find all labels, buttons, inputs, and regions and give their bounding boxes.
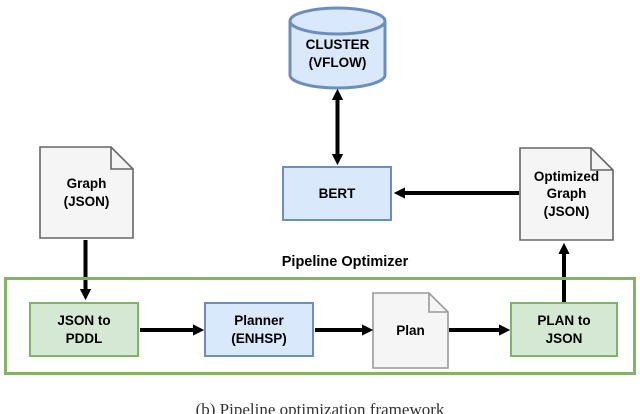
- figure-caption: (b) Pipeline optimization framework: [195, 400, 445, 414]
- optimized-graph-doc-shape: [519, 147, 614, 241]
- pipeline-optimizer-group: [4, 277, 636, 375]
- node-planner-enhsp: Planner (ENHSP): [204, 302, 314, 357]
- pipeline-optimizer-group-label: Pipeline Optimizer: [281, 254, 409, 270]
- cluster-cylinder-shape: [288, 6, 387, 90]
- node-json-to-pddl: JSON to PDDL: [29, 302, 139, 357]
- plan-doc-shape: [372, 292, 449, 369]
- node-plan-to-json: PLAN to JSON: [510, 302, 618, 357]
- graph-doc-shape: [39, 146, 134, 239]
- node-bert: BERT: [282, 166, 392, 221]
